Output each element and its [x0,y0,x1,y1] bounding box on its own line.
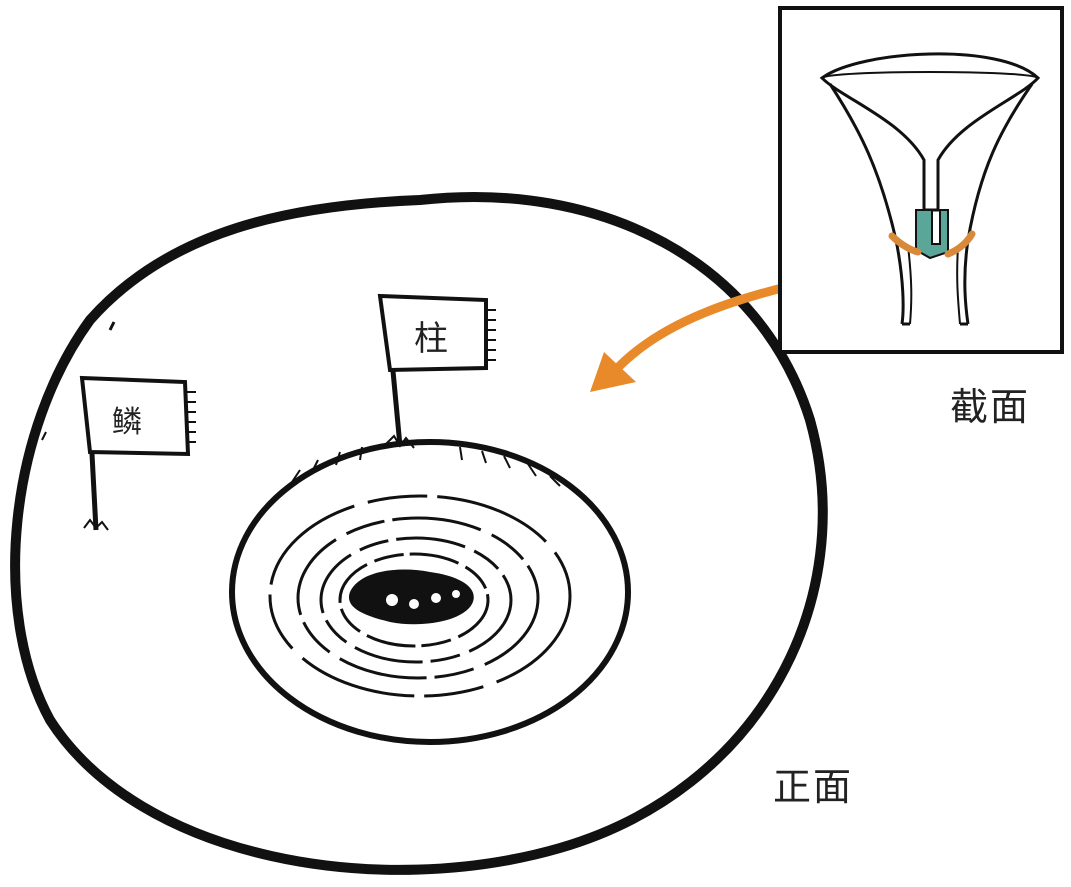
front-label: 正面 [773,768,853,806]
flag-scale-label: 鳞 [112,405,142,440]
flag-column-label: 柱 [414,319,448,359]
section-inset [780,8,1062,352]
section-label: 截面 [950,388,1030,426]
cervical-os [232,442,628,742]
